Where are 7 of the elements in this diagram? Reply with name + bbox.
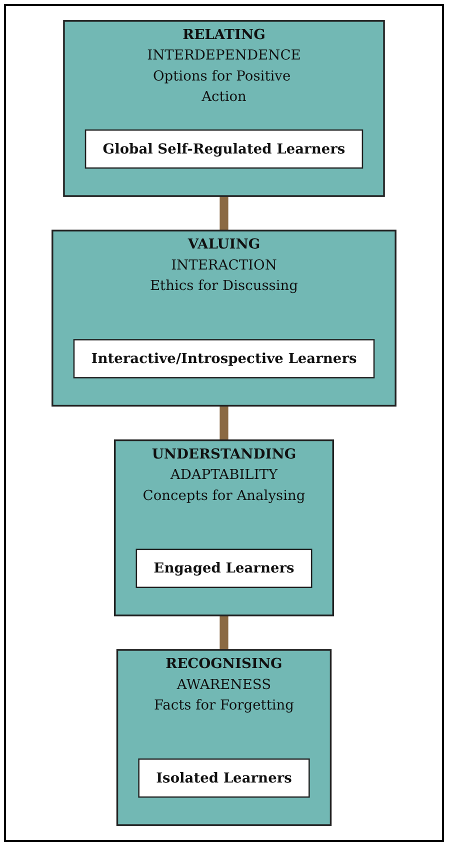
connector	[220, 614, 228, 652]
node-box: Isolated Learners	[138, 758, 310, 798]
node-box: Engaged Learners	[136, 548, 312, 588]
node-box: Interactive/Introspective Learners	[73, 339, 375, 378]
connector	[220, 404, 228, 442]
connector	[220, 194, 228, 232]
node-box: Global Self-Regulated Learners	[84, 129, 364, 169]
